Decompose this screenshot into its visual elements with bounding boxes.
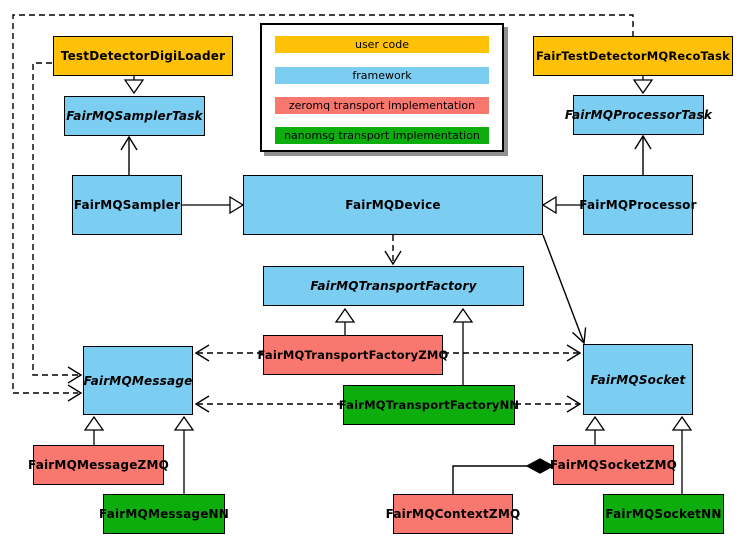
class-box-fairmqprocessor: FairMQProcessor [579,175,697,235]
arrowhead-diag-socket [572,327,587,345]
triangle-factory-zmq [334,307,356,323]
class-box-fairmqmessagenn: FairMQMessageNN [99,494,229,534]
line-device-to-socket [542,234,585,344]
legend-item-user-code: user code [275,36,489,53]
class-box-fairmqtransportfactoryzmq: FairMQTransportFactoryZMQ [258,335,448,375]
class-box-fairmqsampler: FairMQSampler [72,175,182,235]
line-contextzmq-to-socketzmq [452,465,527,494]
arrowhead-down-factory [384,250,402,266]
class-box-fairmqprocessortask: FairMQProcessorTask [565,95,712,135]
triangle-socket-nn [671,415,693,431]
class-box-fairmqsocketzmq: FairMQSocketZMQ [550,445,677,485]
association-lines [128,136,644,494]
dashed-path-digiloader-to-message [32,62,78,376]
triangle-message-nn [173,415,195,431]
arrowhead-right-socket-zmq [566,344,582,362]
class-box-fairmqsamplertask: FairMQSamplerTask [64,96,205,136]
class-box-fairmqtransportfactory: FairMQTransportFactory [263,266,524,306]
dashed-path-recotask-to-message [12,14,634,394]
class-box-fairmqcontextzmq: FairMQContextZMQ [386,494,520,534]
class-box-testdetectordigiloader: TestDetectorDigiLoader [53,36,233,76]
arrowhead-right-message-lower [67,384,83,402]
dependency-dashed-paths [12,14,634,405]
class-box-fairmqdevice: FairMQDevice [243,175,543,235]
legend: user code framework zeromq transport imp… [260,23,504,152]
arrowhead-left-message-zmq [194,344,210,362]
legend-item-framework: framework [275,67,489,84]
legend-item-nanomsg: nanomsg transport implementation [275,127,489,144]
class-box-fairmqtransportfactorynn: FairMQTransportFactoryNN [339,385,519,425]
class-box-fairmqsocket: FairMQSocket [583,344,693,415]
class-box-fairmqsocketnn: FairMQSocketNN [603,494,724,534]
arrowhead-up-samplertask [120,135,138,151]
arrowhead-right-socket-nn [566,395,582,413]
inheritance-arrows [83,76,693,494]
triangle-device-right [541,195,557,215]
triangle-samplertask [123,79,145,95]
arrowhead-up-processortask [634,134,652,150]
triangle-message-zmq [83,415,105,431]
triangle-socket-zmq [584,415,606,431]
triangle-device-left [229,195,245,215]
class-box-fairmqmessagezmq: FairMQMessageZMQ [28,445,169,485]
triangle-factory-nn [452,307,474,323]
class-box-fairtestdetectormqrecotask: FairTestDetectorMQRecoTask [533,36,733,76]
triangle-processortask [632,79,654,95]
legend-item-zeromq: zeromq transport implementation [275,97,489,114]
arrowhead-right-message-upper [67,366,83,384]
arrowhead-left-message-nn [194,395,210,413]
class-box-fairmqmessage: FairMQMessage [83,346,193,415]
chevron-arrowheads [67,134,652,413]
